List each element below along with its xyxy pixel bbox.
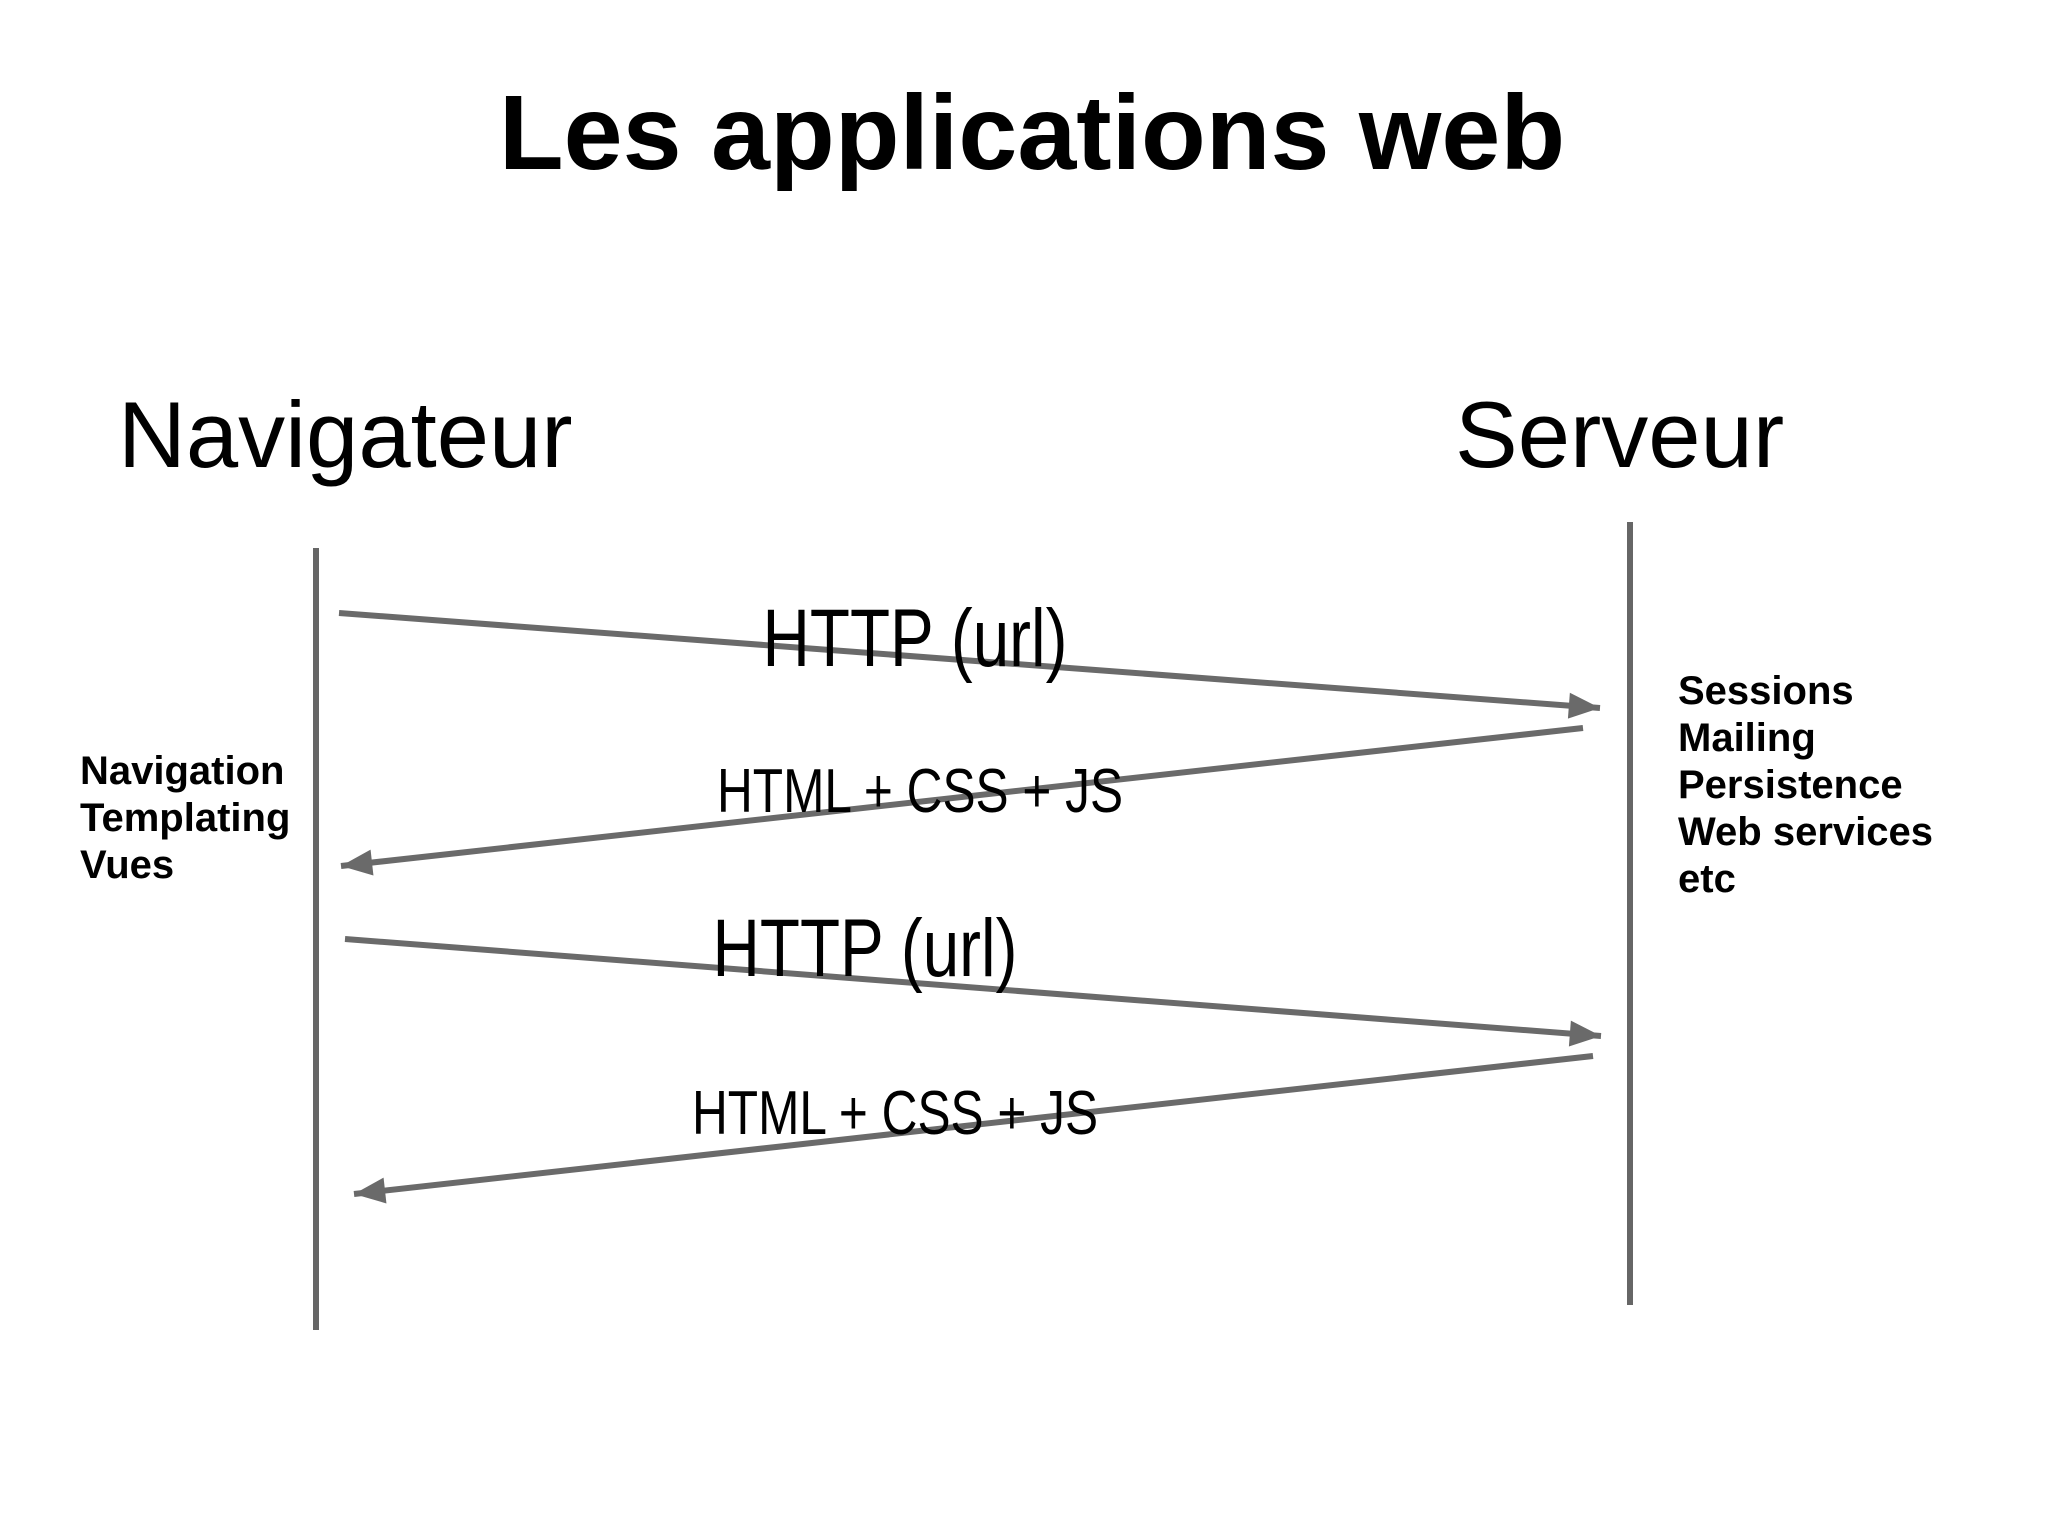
browser-note-line: Vues <box>80 843 175 887</box>
arrow-html-response-1 <box>340 725 1584 876</box>
message-label-http-request-1: HTTP (url) <box>762 593 1068 684</box>
message-label-html-response-1: HTML + CSS + JS <box>716 757 1124 826</box>
message-label-http-request-2: HTTP (url) <box>712 903 1018 994</box>
server-note-line: Mailing <box>1678 716 1816 760</box>
server-note-line: Web services <box>1678 810 1933 854</box>
server-note-line: Persistence <box>1678 763 1903 807</box>
browser-note-line: Navigation <box>80 749 285 793</box>
arrow-http-request-2 <box>344 936 1602 1047</box>
browser-notes: Navigation Templating Vues <box>80 748 290 889</box>
slide-title: Les applications web <box>498 74 1566 192</box>
arrow-html-response-2 <box>353 1053 1594 1204</box>
arrow-http-request-1 <box>338 610 1601 719</box>
server-note-line: Sessions <box>1678 669 1854 713</box>
actor-label-navigateur: Navigateur <box>118 382 573 487</box>
server-notes: Sessions Mailing Persistence Web service… <box>1678 668 1933 903</box>
message-label-html-response-2: HTML + CSS + JS <box>691 1079 1099 1148</box>
browser-note-line: Templating <box>80 796 291 840</box>
actor-label-serveur: Serveur <box>1455 382 1785 487</box>
server-note-line: etc <box>1678 857 1736 901</box>
